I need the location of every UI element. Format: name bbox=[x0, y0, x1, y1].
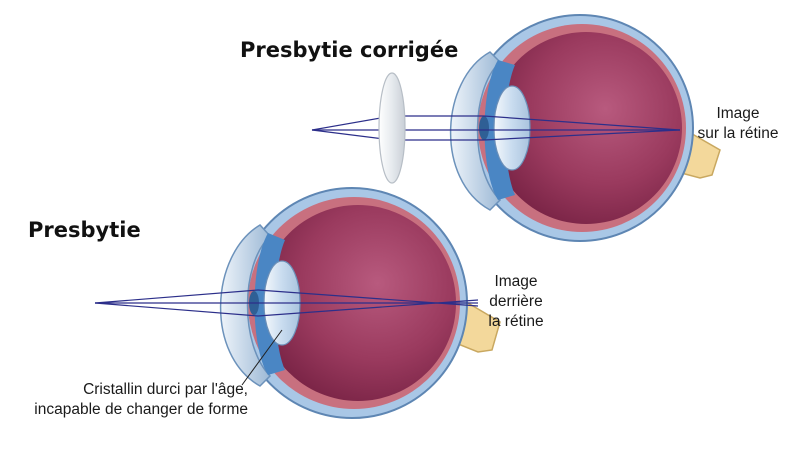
lens-pointer bbox=[241, 329, 283, 386]
label-image-on-retina: Image sur la rétine bbox=[696, 104, 780, 144]
eye-corrected bbox=[311, 14, 721, 242]
label-line: Cristallin durci par l'âge, bbox=[83, 381, 248, 398]
label-line: la rétine bbox=[488, 313, 544, 330]
label-line: incapable de changer de forme bbox=[34, 401, 248, 418]
label-lens-note: Cristallin durci par l'âge, incapable de… bbox=[18, 380, 248, 420]
title-corrected: Presbytie corrigée bbox=[240, 38, 459, 62]
vitreous-top bbox=[490, 32, 682, 224]
cornea-top bbox=[449, 51, 502, 211]
label-line: derrière bbox=[489, 293, 543, 310]
rays-top bbox=[311, 115, 681, 141]
rays-bottom bbox=[94, 289, 479, 317]
pupil-top bbox=[479, 116, 489, 140]
cornea-bottom bbox=[219, 224, 272, 387]
label-line: Image bbox=[494, 273, 538, 290]
eye-presbyopia bbox=[94, 187, 501, 419]
title-uncorrected: Presbytie bbox=[28, 218, 141, 242]
label-image-behind-retina: Image derrière la rétine bbox=[476, 272, 556, 332]
label-line: sur la rétine bbox=[697, 125, 779, 142]
lens-top bbox=[493, 85, 531, 171]
label-line: Image bbox=[716, 105, 760, 122]
corrective-lens bbox=[378, 72, 406, 184]
